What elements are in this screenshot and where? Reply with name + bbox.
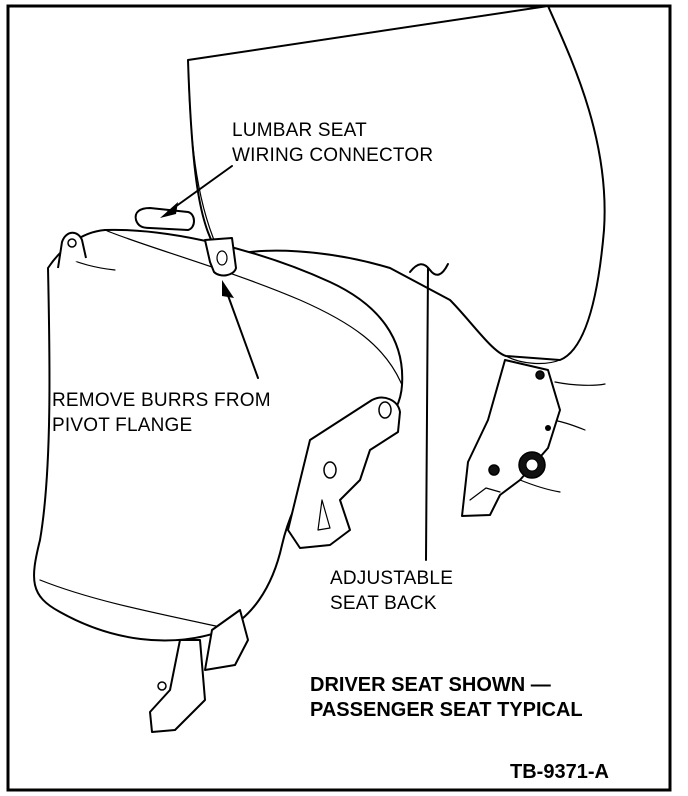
callout-adjustable-line1: ADJUSTABLE — [330, 568, 454, 589]
callout-lumbar-wiring: LUMBAR SEAT WIRING CONNECTOR — [232, 118, 433, 168]
figure-border — [6, 4, 672, 792]
recliner-bracket — [461, 359, 561, 517]
callout-burrs-line1: REMOVE BURRS FROM — [52, 390, 271, 411]
leader-burrs — [222, 280, 259, 379]
caption: DRIVER SEAT SHOWN — PASSENGER SEAT TYPIC… — [310, 673, 583, 723]
caption-line1: DRIVER SEAT SHOWN — — [310, 674, 551, 696]
leader-adjustable — [409, 263, 449, 561]
callout-remove-burrs: REMOVE BURRS FROM PIVOT FLANGE — [52, 388, 271, 438]
callout-lumbar-line1: LUMBAR SEAT — [232, 120, 367, 141]
leader-lumbar — [160, 165, 233, 218]
caption-line2: PASSENGER SEAT TYPICAL — [310, 699, 583, 721]
lumbar-wiring-connector — [134, 207, 237, 277]
callout-adjustable-line2: SEAT BACK — [330, 593, 437, 614]
callout-lumbar-line2: WIRING CONNECTOR — [232, 145, 434, 166]
callout-adjustable-seat-back: ADJUSTABLE SEAT BACK — [330, 566, 453, 616]
callout-burrs-line2: PIVOT FLANGE — [52, 415, 193, 436]
figure-id: TB-9371-A — [510, 761, 609, 783]
side-track — [149, 396, 401, 733]
